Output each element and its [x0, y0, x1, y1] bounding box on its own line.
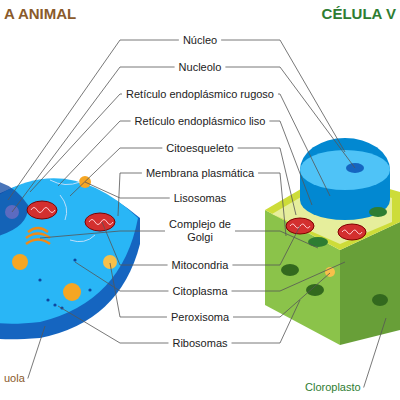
leader-line	[58, 306, 168, 343]
leader-line	[232, 300, 300, 343]
part-label: Cloroplasto	[305, 381, 361, 394]
leader-line	[30, 94, 122, 192]
mitochondrion-cristae	[31, 208, 55, 213]
leader-line	[233, 273, 330, 317]
golgi-shape	[26, 228, 50, 244]
part-label: Citoplasma	[172, 285, 227, 298]
leader-line	[75, 262, 168, 291]
part-label: Complejo de Golgi	[169, 218, 231, 244]
leader-line	[238, 148, 296, 215]
vesicle-shape	[12, 254, 28, 270]
part-label: Retículo endoplásmico rugoso	[126, 88, 274, 101]
panel-title: A ANIMAL	[4, 5, 76, 23]
leader-line	[110, 263, 167, 317]
part-label: Nucleolo	[179, 61, 222, 74]
mitochondrion-cristae	[342, 230, 362, 234]
part-label: Citoesqueleto	[166, 142, 233, 155]
part-label: Núcleo	[183, 34, 217, 47]
leader-line	[258, 173, 286, 236]
part-label: Lisosomas	[174, 192, 227, 205]
mitochondrion-shape	[338, 224, 366, 240]
nucleus-top	[300, 150, 390, 190]
mitochondrion-shape	[27, 201, 57, 219]
leader-line	[278, 94, 330, 196]
vesicle-shape	[63, 283, 81, 301]
mitochondrion-shape	[85, 213, 115, 231]
part-label: uola	[4, 372, 25, 385]
leader-line	[85, 182, 170, 198]
leader-line	[235, 231, 318, 248]
part-label: Retículo endoplásmico liso	[135, 115, 266, 128]
part-label: Membrana plasmática	[146, 167, 254, 180]
cytoskeleton-shape	[50, 180, 95, 242]
part-label: Ribosomas	[172, 337, 227, 350]
leader-line	[40, 231, 165, 238]
leader-line	[118, 173, 142, 216]
leader-line	[28, 326, 45, 379]
part-label: Peroxisoma	[171, 311, 229, 324]
chloroplast-shape	[372, 294, 388, 306]
peroxisome-shape	[103, 255, 117, 269]
leader-line	[364, 318, 386, 388]
chloroplast-shape	[281, 264, 299, 276]
panel-title: CÉLULA V	[322, 5, 396, 23]
mitochondrion-cristae	[89, 220, 113, 225]
part-label: Mitocondria	[172, 259, 229, 272]
chloroplast-shape	[369, 207, 387, 217]
ribosome-dots	[38, 258, 91, 309]
leader-line	[102, 222, 168, 265]
nucleus-shape	[300, 138, 390, 220]
leader-line	[232, 262, 345, 291]
leader-line	[232, 226, 300, 265]
chloroplast-shape	[308, 237, 328, 247]
